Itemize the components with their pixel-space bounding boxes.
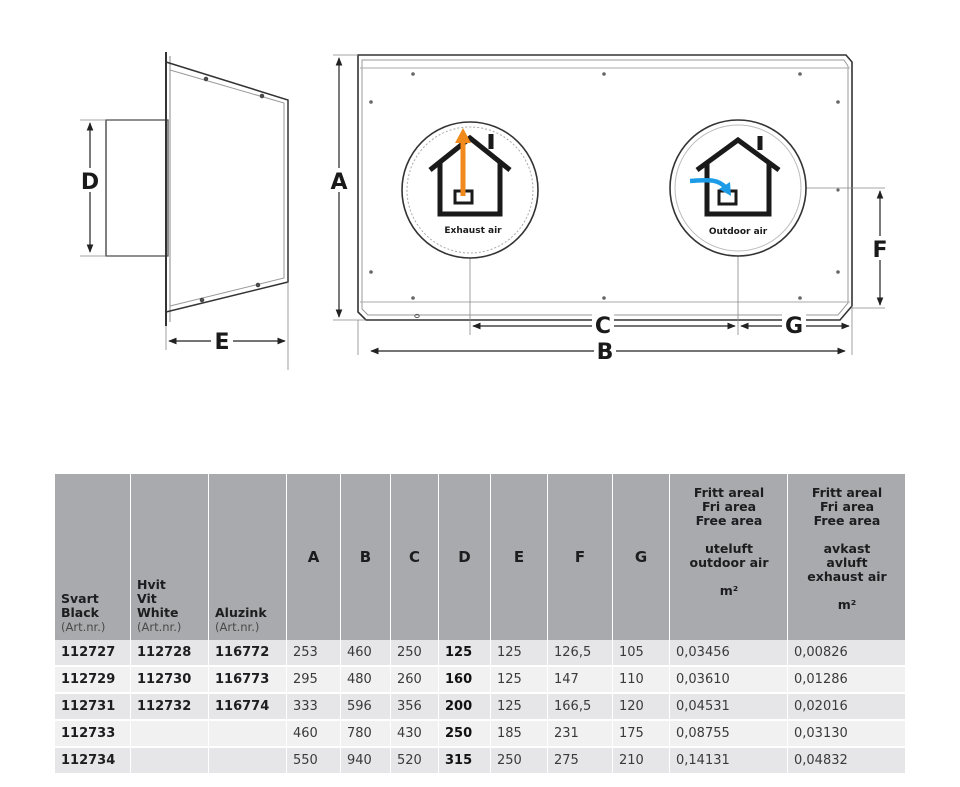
cell-f: 166,5 [547, 693, 613, 721]
cell-a: 253 [286, 640, 341, 667]
cell-c: 260 [390, 666, 439, 694]
front-view [333, 54, 885, 355]
cell-c: 250 [390, 640, 439, 667]
cell-a: 550 [286, 747, 341, 775]
cell-d: 200 [438, 693, 491, 721]
cell-area-outdoor: 0,04531 [669, 693, 788, 721]
side-view [80, 52, 289, 370]
cell-e: 250 [490, 747, 548, 775]
outdoor-opening: Outdoor air [669, 119, 807, 257]
cell-e: 125 [490, 640, 548, 667]
cell-b: 940 [340, 747, 391, 775]
cell-hvit [130, 720, 209, 748]
cell-a: 295 [286, 666, 341, 694]
cell-hvit [130, 747, 209, 775]
header-hvit: Hvit Vit White (Art.nr.) [130, 474, 209, 640]
cell-area-exhaust: 0,04832 [787, 747, 906, 775]
header-g: G [612, 474, 670, 640]
dim-label-d: D [81, 170, 99, 195]
cell-g: 120 [612, 693, 670, 721]
header-e: E [490, 474, 548, 640]
header-f: F [547, 474, 613, 640]
cell-aluzink: 116772 [208, 640, 287, 667]
cell-aluzink: 116774 [208, 693, 287, 721]
header-c: C [390, 474, 439, 640]
technical-drawing: D E [80, 52, 888, 370]
cell-e: 125 [490, 693, 548, 721]
dim-label-g: G [785, 314, 803, 339]
header-area-exhaust: Fritt areal Fri area Free area avkast av… [787, 474, 906, 640]
cell-area-outdoor: 0,03456 [669, 640, 788, 667]
table-row: 112733 460 780 430 250 185 231 175 0,087… [55, 720, 906, 748]
exhaust-opening: Exhaust air [401, 121, 539, 259]
dim-label-c: C [595, 314, 611, 339]
exhaust-air-label: Exhaust air [444, 226, 502, 236]
cell-svart: 112733 [55, 720, 131, 748]
cell-area-exhaust: 0,03130 [787, 720, 906, 748]
cell-area-outdoor: 0,03610 [669, 666, 788, 694]
cell-b: 480 [340, 666, 391, 694]
cell-hvit: 112728 [130, 640, 209, 667]
cell-f: 126,5 [547, 640, 613, 667]
cell-c: 356 [390, 693, 439, 721]
dim-label-e: E [214, 330, 229, 355]
cell-g: 110 [612, 666, 670, 694]
cell-d: 315 [438, 747, 491, 775]
cell-svart: 112729 [55, 666, 131, 694]
spec-table: Svart Black (Art.nr.) Hvit Vit White (Ar… [55, 474, 906, 775]
header-aluzink: Aluzink (Art.nr.) [208, 474, 287, 640]
cell-hvit: 112730 [130, 666, 209, 694]
dim-label-a: A [330, 170, 347, 195]
cell-area-outdoor: 0,14131 [669, 747, 788, 775]
cell-aluzink [208, 747, 287, 775]
cell-area-outdoor: 0,08755 [669, 720, 788, 748]
cell-a: 333 [286, 693, 341, 721]
cell-g: 210 [612, 747, 670, 775]
cell-aluzink: 116773 [208, 666, 287, 694]
dim-label-b: B [597, 340, 614, 365]
outdoor-air-label: Outdoor air [709, 227, 768, 237]
cell-b: 780 [340, 720, 391, 748]
cell-hvit: 112732 [130, 693, 209, 721]
cell-f: 147 [547, 666, 613, 694]
dim-label-f: F [872, 238, 887, 263]
cell-svart: 112734 [55, 747, 131, 775]
cell-svart: 112731 [55, 693, 131, 721]
cell-g: 175 [612, 720, 670, 748]
cell-aluzink [208, 720, 287, 748]
table-row: 112729 112730 116773 295 480 260 160 125… [55, 666, 906, 694]
cell-d: 250 [438, 720, 491, 748]
cell-g: 105 [612, 640, 670, 667]
cell-e: 125 [490, 666, 548, 694]
cell-svart: 112727 [55, 640, 131, 667]
cell-d: 160 [438, 666, 491, 694]
header-b: B [340, 474, 391, 640]
cell-area-exhaust: 0,02016 [787, 693, 906, 721]
cell-b: 596 [340, 693, 391, 721]
up-arrow-icon [455, 128, 471, 196]
header-svart: Svart Black (Art.nr.) [55, 474, 131, 640]
cell-area-exhaust: 0,00826 [787, 640, 906, 667]
cell-c: 430 [390, 720, 439, 748]
cell-f: 231 [547, 720, 613, 748]
header-a: A [286, 474, 341, 640]
cell-a: 460 [286, 720, 341, 748]
curved-arrow-icon [689, 177, 731, 196]
cell-f: 275 [547, 747, 613, 775]
header-area-outdoor: Fritt areal Fri area Free area uteluft o… [669, 474, 788, 640]
header-d: D [438, 474, 491, 640]
table-row: 112731 112732 116774 333 596 356 200 125… [55, 693, 906, 721]
table-row: 112734 550 940 520 315 250 275 210 0,141… [55, 747, 906, 775]
table-row: 112727 112728 116772 253 460 250 125 125… [55, 640, 906, 667]
cell-area-exhaust: 0,01286 [787, 666, 906, 694]
cell-e: 185 [490, 720, 548, 748]
cell-d: 125 [438, 640, 491, 667]
cell-c: 520 [390, 747, 439, 775]
house-icon [695, 136, 781, 217]
cell-b: 460 [340, 640, 391, 667]
